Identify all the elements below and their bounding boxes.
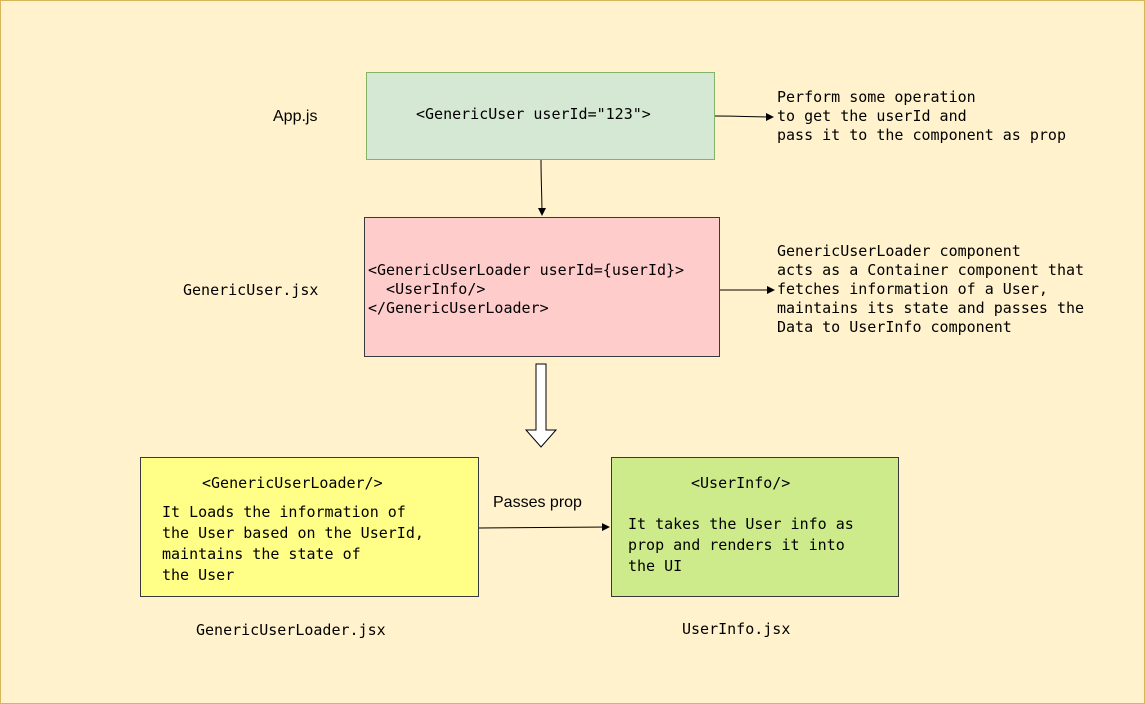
- userinfo-node: <UserInfo/> It takes the User info as pr…: [611, 457, 899, 597]
- generic-user-line-3: </GenericUserLoader>: [368, 299, 549, 317]
- userinfo-title: <UserInfo/>: [691, 474, 791, 492]
- generic-note-line-1: GenericUserLoader component: [777, 242, 1021, 260]
- app-node: <GenericUser userId="123">: [366, 72, 715, 160]
- userinfo-line-2: prop and renders it into: [628, 536, 845, 554]
- generic-note-line-5: Data to UserInfo component: [777, 318, 1012, 336]
- app-note-line-2: to get the userId and: [777, 107, 967, 125]
- loader-title: <GenericUserLoader/>: [202, 474, 383, 492]
- loader-line-4: the User: [162, 566, 235, 584]
- app-note-line-1: Perform some operation: [777, 88, 976, 106]
- app-note-line-3: pass it to the component as prop: [777, 126, 1066, 144]
- generic-user-node: <GenericUserLoader userId={userId}> <Use…: [364, 217, 720, 357]
- loader-line-3: maintains the state of: [162, 545, 361, 563]
- edge-label-passes-prop: Passes prop: [493, 494, 582, 511]
- file-label-generic-user: GenericUser.jsx: [183, 281, 319, 299]
- edge-loader-to-userinfo: [478, 523, 610, 532]
- edge-app-to-note: [714, 112, 774, 121]
- big-down-arrow: [524, 363, 558, 448]
- generic-note-line-4: maintains its state and passes the: [777, 299, 1085, 317]
- generic-note-line-3: fetches information of a User,: [777, 280, 1048, 298]
- file-label-app: App.js: [273, 108, 318, 125]
- file-label-loader: GenericUserLoader.jsx: [196, 621, 386, 639]
- loader-line-2: the User based on the UserId,: [162, 524, 424, 542]
- generic-user-loader-node: <GenericUserLoader/> It Loads the inform…: [140, 457, 479, 597]
- loader-line-1: It Loads the information of: [162, 503, 406, 521]
- userinfo-line-3: the UI: [628, 557, 683, 575]
- generic-note-line-2: acts as a Container component that: [777, 261, 1085, 279]
- generic-user-line-1: <GenericUserLoader userId={userId}>: [368, 261, 685, 279]
- generic-user-line-2: <UserInfo/>: [368, 280, 486, 298]
- app-node-text: <GenericUser userId="123">: [416, 105, 651, 123]
- file-label-userinfo: UserInfo.jsx: [682, 620, 791, 638]
- edge-app-to-generic: [537, 159, 546, 216]
- userinfo-line-1: It takes the User info as: [628, 515, 854, 533]
